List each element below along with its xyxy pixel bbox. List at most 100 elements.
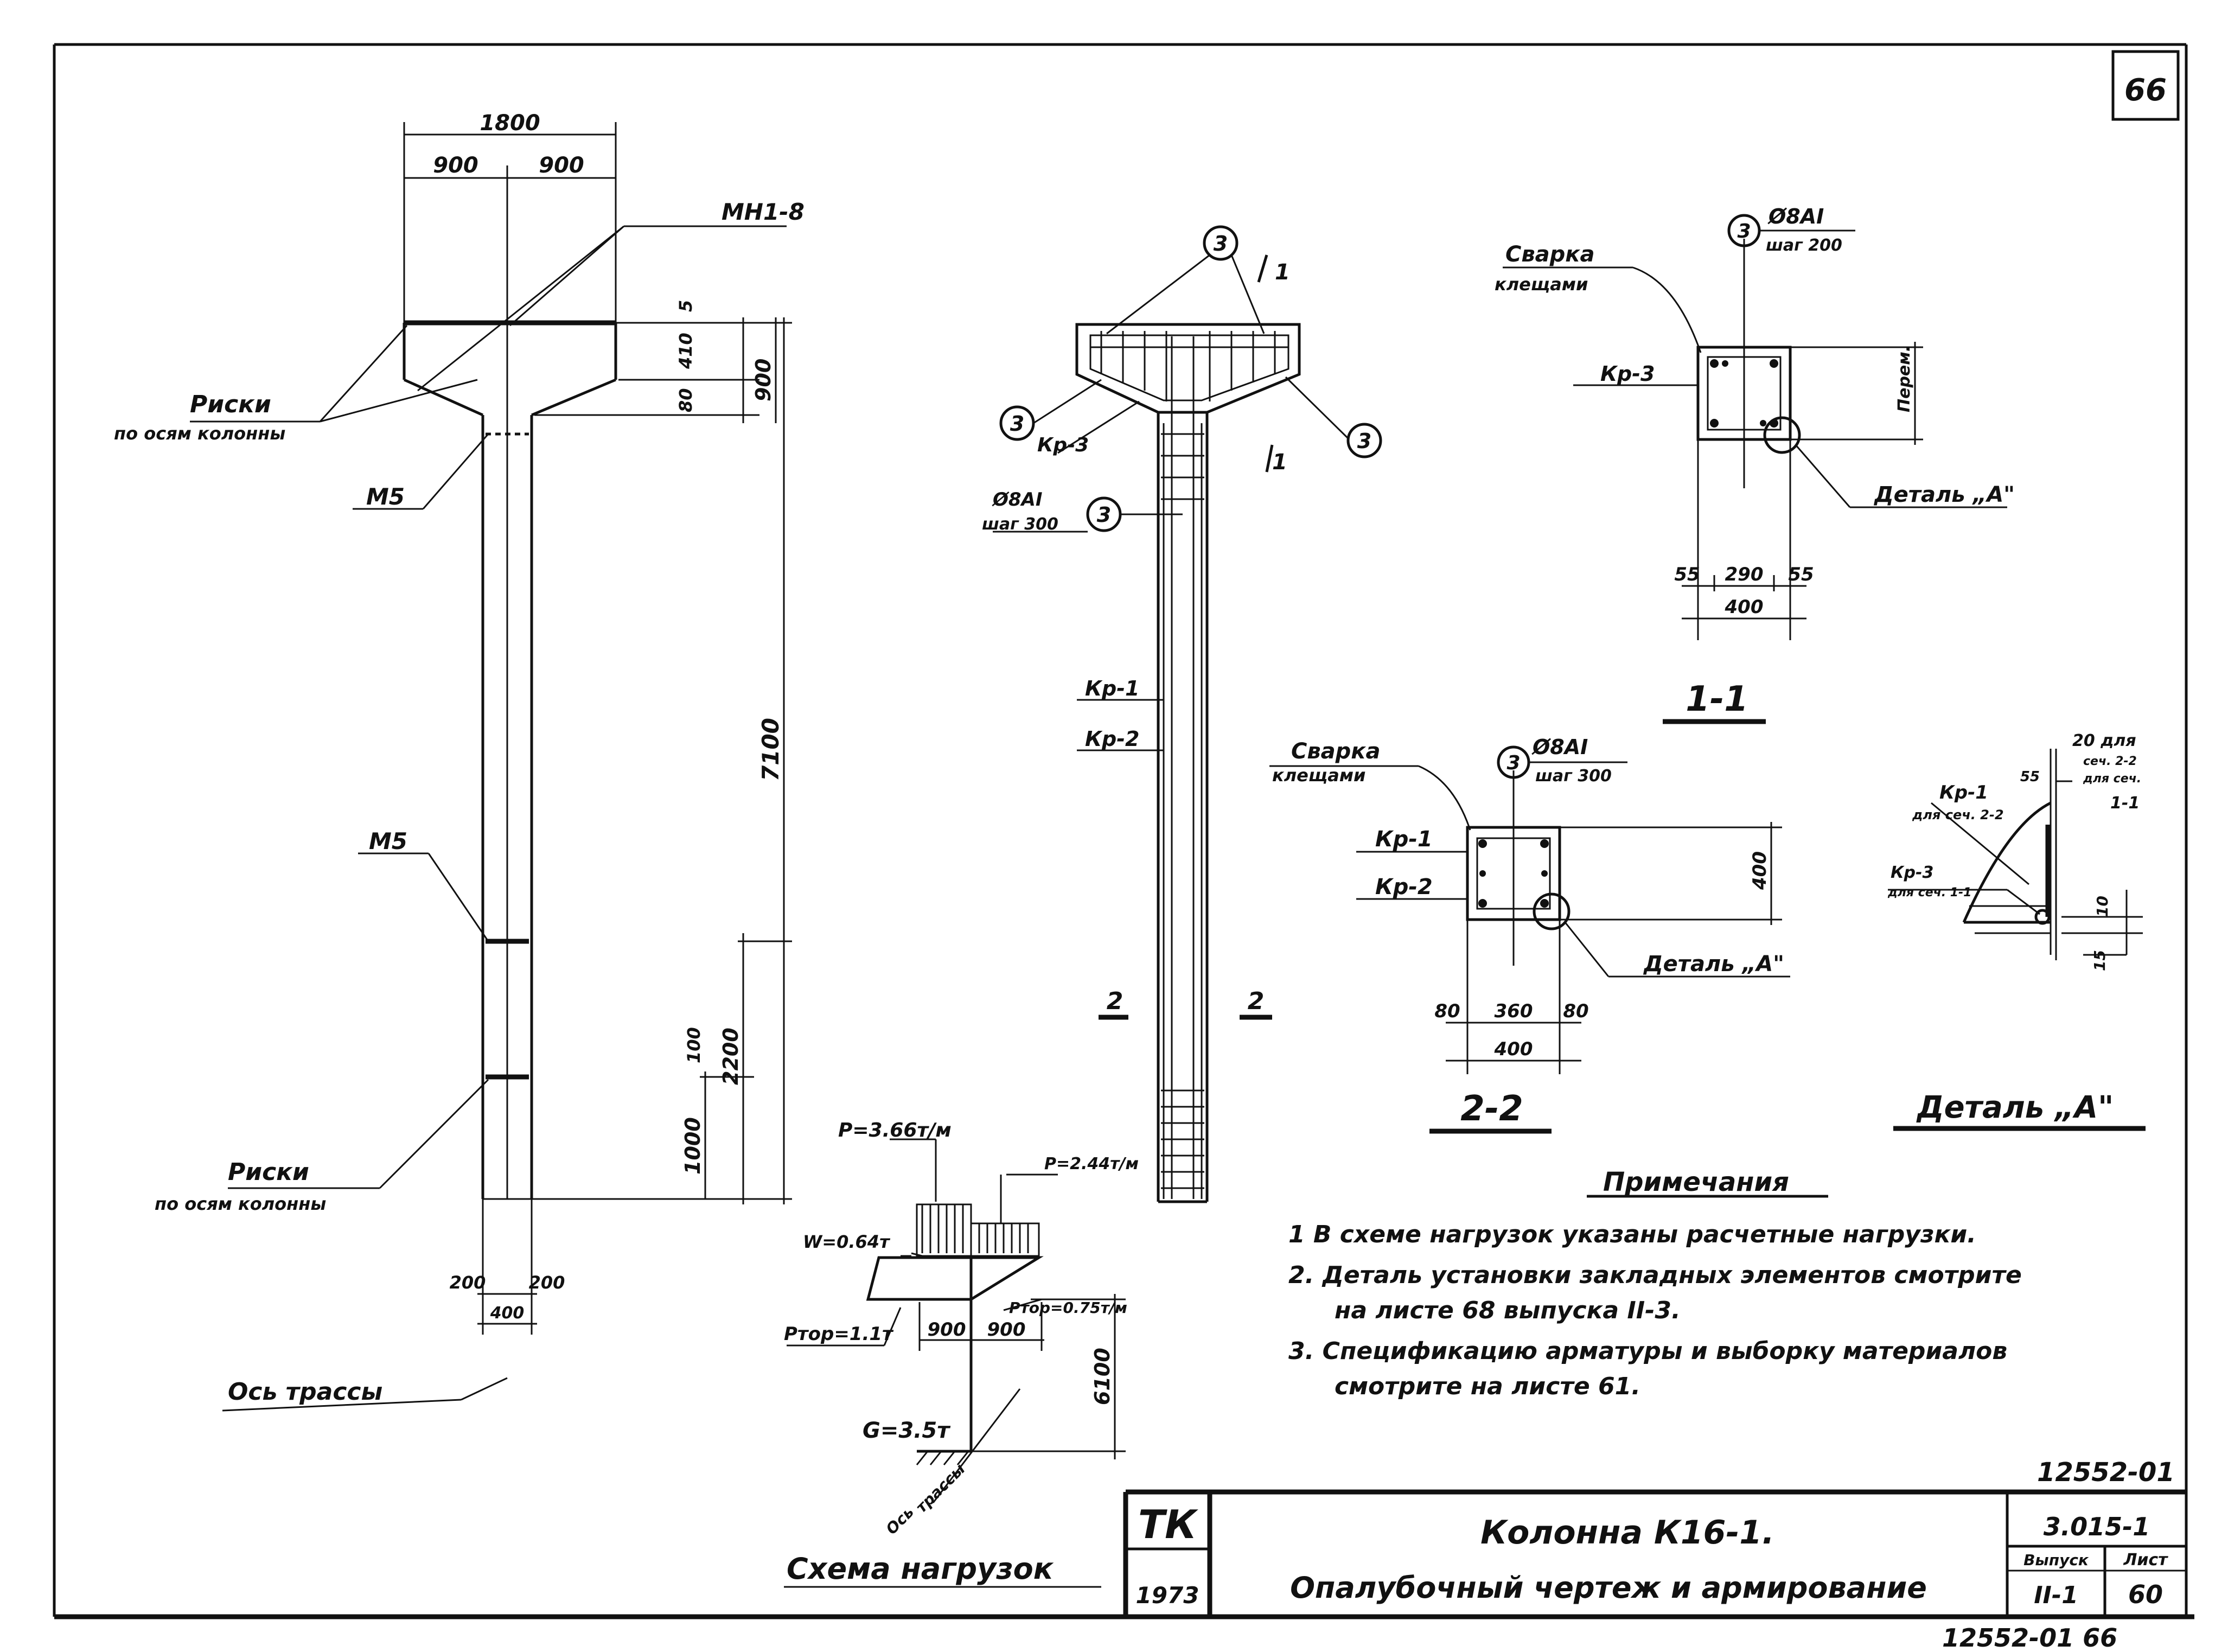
section-1-1 — [1503, 214, 2007, 724]
label-ptop1: Pтор=1.1т — [784, 1323, 894, 1345]
note-2b: на листе 68 выпуска II-3. — [1335, 1297, 1681, 1324]
label-detail-s11: Деталь „А" — [1873, 482, 2015, 507]
issue-value: II-1 — [2034, 1581, 2078, 1609]
page-number: 66 — [2124, 73, 2167, 108]
label-g: G=3.5т — [863, 1418, 951, 1443]
dim-400: 400 — [490, 1304, 525, 1323]
load-scheme — [784, 1138, 1126, 1588]
doc-number: 12552-01 — [2037, 1457, 2175, 1488]
dim-55-right-s11: 55 — [1788, 564, 1814, 585]
dim-1000: 1000 — [681, 1117, 705, 1175]
label-kr1-cage: Кр-1 — [1085, 677, 1139, 700]
dim-360-s22: 360 — [1495, 1000, 1533, 1022]
marker-3-shaft: 3 — [1097, 503, 1111, 527]
section-2-right: 2 — [1248, 987, 1265, 1015]
dim-80-left-s22: 80 — [1434, 1000, 1460, 1022]
label-20-detail-sub3: 1-1 — [2110, 794, 2140, 813]
note-3a: 3. Спецификацию арматуры и выборку матер… — [1288, 1337, 2007, 1365]
issue-label: Выпуск — [2023, 1551, 2089, 1569]
marker-3-s22: 3 — [1506, 752, 1520, 774]
dim-half-left: 900 — [433, 153, 478, 178]
dim-400-s22: 400 — [1494, 1038, 1533, 1060]
dim-290-s11: 290 — [1725, 564, 1764, 585]
label-kr2-cage: Кр-2 — [1085, 727, 1139, 751]
page-number-box — [2111, 50, 2180, 121]
label-m5-mid: М5 — [369, 828, 407, 854]
label-axis: Ось трассы — [228, 1378, 382, 1406]
label-20-detail-sub2: для сеч. — [2083, 772, 2141, 786]
dim-7100: 7100 — [757, 718, 784, 781]
marker-3-left: 3 — [1010, 412, 1024, 436]
title-block — [1123, 1489, 2186, 1617]
label-m5-top: М5 — [366, 483, 405, 510]
dim-80: 80 — [675, 388, 696, 412]
reinforcement-cage — [993, 225, 1382, 1203]
label-rebar-s11-step: шаг 200 — [1766, 236, 1842, 255]
marker-3-top: 3 — [1214, 232, 1228, 256]
label-rebar-cage-step: шаг 300 — [982, 515, 1058, 534]
footer-stamp: 12552-01 66 — [1942, 1623, 2117, 1652]
label-dim-side-s11: Перем. — [1895, 346, 1914, 412]
label-20-detail-sub1: сеч. 2-2 — [2083, 755, 2137, 768]
label-riski-bottom: Риски — [228, 1158, 309, 1186]
dim-200-right: 200 — [529, 1272, 565, 1293]
title-load-scheme: Схема нагрузок — [787, 1552, 1054, 1586]
dim-55-detail: 55 — [2020, 769, 2040, 785]
label-weld-s22: Сварка — [1291, 739, 1380, 764]
dim-400-side-s22: 400 — [1749, 851, 1771, 890]
label-rebar-cage: Ø8АI — [992, 489, 1043, 511]
dim-total-width: 1800 — [480, 111, 540, 136]
label-rebar-s11: Ø8АI — [1767, 205, 1824, 228]
dim-80-right-s22: 80 — [1563, 1000, 1588, 1022]
label-p2: P=2.44т/м — [1044, 1155, 1139, 1173]
label-w: W=0.64т — [803, 1232, 891, 1252]
dim-55-left-s11: 55 — [1674, 564, 1700, 585]
dim-400-s11: 400 — [1725, 596, 1764, 618]
label-kr3-cage: Кр-3 — [1037, 434, 1089, 456]
label-weld-s11: Сварка — [1505, 242, 1594, 267]
sheet-label: Лист — [2123, 1551, 2168, 1570]
dim-410: 410 — [675, 333, 696, 369]
marker-3-right: 3 — [1357, 429, 1371, 453]
sheet-value: 60 — [2128, 1580, 2163, 1609]
column-elevation — [190, 122, 792, 1412]
label-riski-top-sub: по осям колонны — [114, 423, 285, 444]
dim-5: 5 — [675, 300, 696, 312]
label-kr3-detail-sub: для сеч. 1-1 — [1887, 886, 1972, 900]
label-kr1-detail: Кр-1 — [1939, 782, 1988, 803]
note-3b: смотрите на листе 61. — [1335, 1373, 1640, 1400]
label-p1: P=3.66т/м — [838, 1119, 952, 1141]
year: 1973 — [1136, 1582, 1199, 1609]
section-mark-1-bottom: 1 — [1272, 450, 1287, 475]
label-riski-bottom-sub: по осям колонны — [155, 1194, 326, 1214]
label-kr3-s11: Кр-3 — [1600, 362, 1655, 386]
section-mark-1-top: 1 — [1275, 260, 1290, 285]
label-rebar-s22: Ø8АI — [1531, 735, 1588, 759]
note-1: 1 В схеме нагрузок указаны расчетные наг… — [1288, 1221, 1976, 1248]
label-kr1-s22: Кр-1 — [1375, 827, 1433, 852]
dim-15-detail: 15 — [2091, 950, 2109, 971]
label-detail-s22: Деталь „А" — [1643, 952, 1784, 977]
notes-title: Примечания — [1603, 1167, 1789, 1197]
label-ptop2: Pтор=0.75т/м — [1009, 1299, 1127, 1317]
label-kr1-detail-sub: для сеч. 2-2 — [1912, 807, 2004, 822]
dim-10-detail: 10 — [2093, 896, 2111, 917]
label-weld-s11-sub: клещами — [1495, 274, 1588, 295]
label-kr3-detail: Кр-3 — [1891, 863, 1933, 882]
dim-100: 100 — [684, 1027, 704, 1063]
title-section-1-1: 1-1 — [1686, 679, 1748, 719]
title-line-2: Опалубочный чертеж и армирование — [1290, 1571, 1927, 1605]
label-weld-s22-sub: клещами — [1272, 765, 1365, 786]
dim-200-left: 200 — [450, 1272, 486, 1293]
section-2-left: 2 — [1107, 987, 1123, 1015]
detail-a — [1888, 749, 2146, 1131]
dim-2200: 2200 — [719, 1028, 743, 1085]
dim-900-left-load: 900 — [928, 1319, 966, 1341]
label-mn: МН1-8 — [722, 199, 805, 225]
logo: ТК — [1138, 1502, 1198, 1547]
label-rebar-s22-step: шаг 300 — [1535, 767, 1612, 786]
marker-3-s11: 3 — [1737, 220, 1751, 243]
section-2-2 — [1269, 745, 1790, 1134]
label-axis-load-sub: трассы — [912, 1460, 969, 1516]
